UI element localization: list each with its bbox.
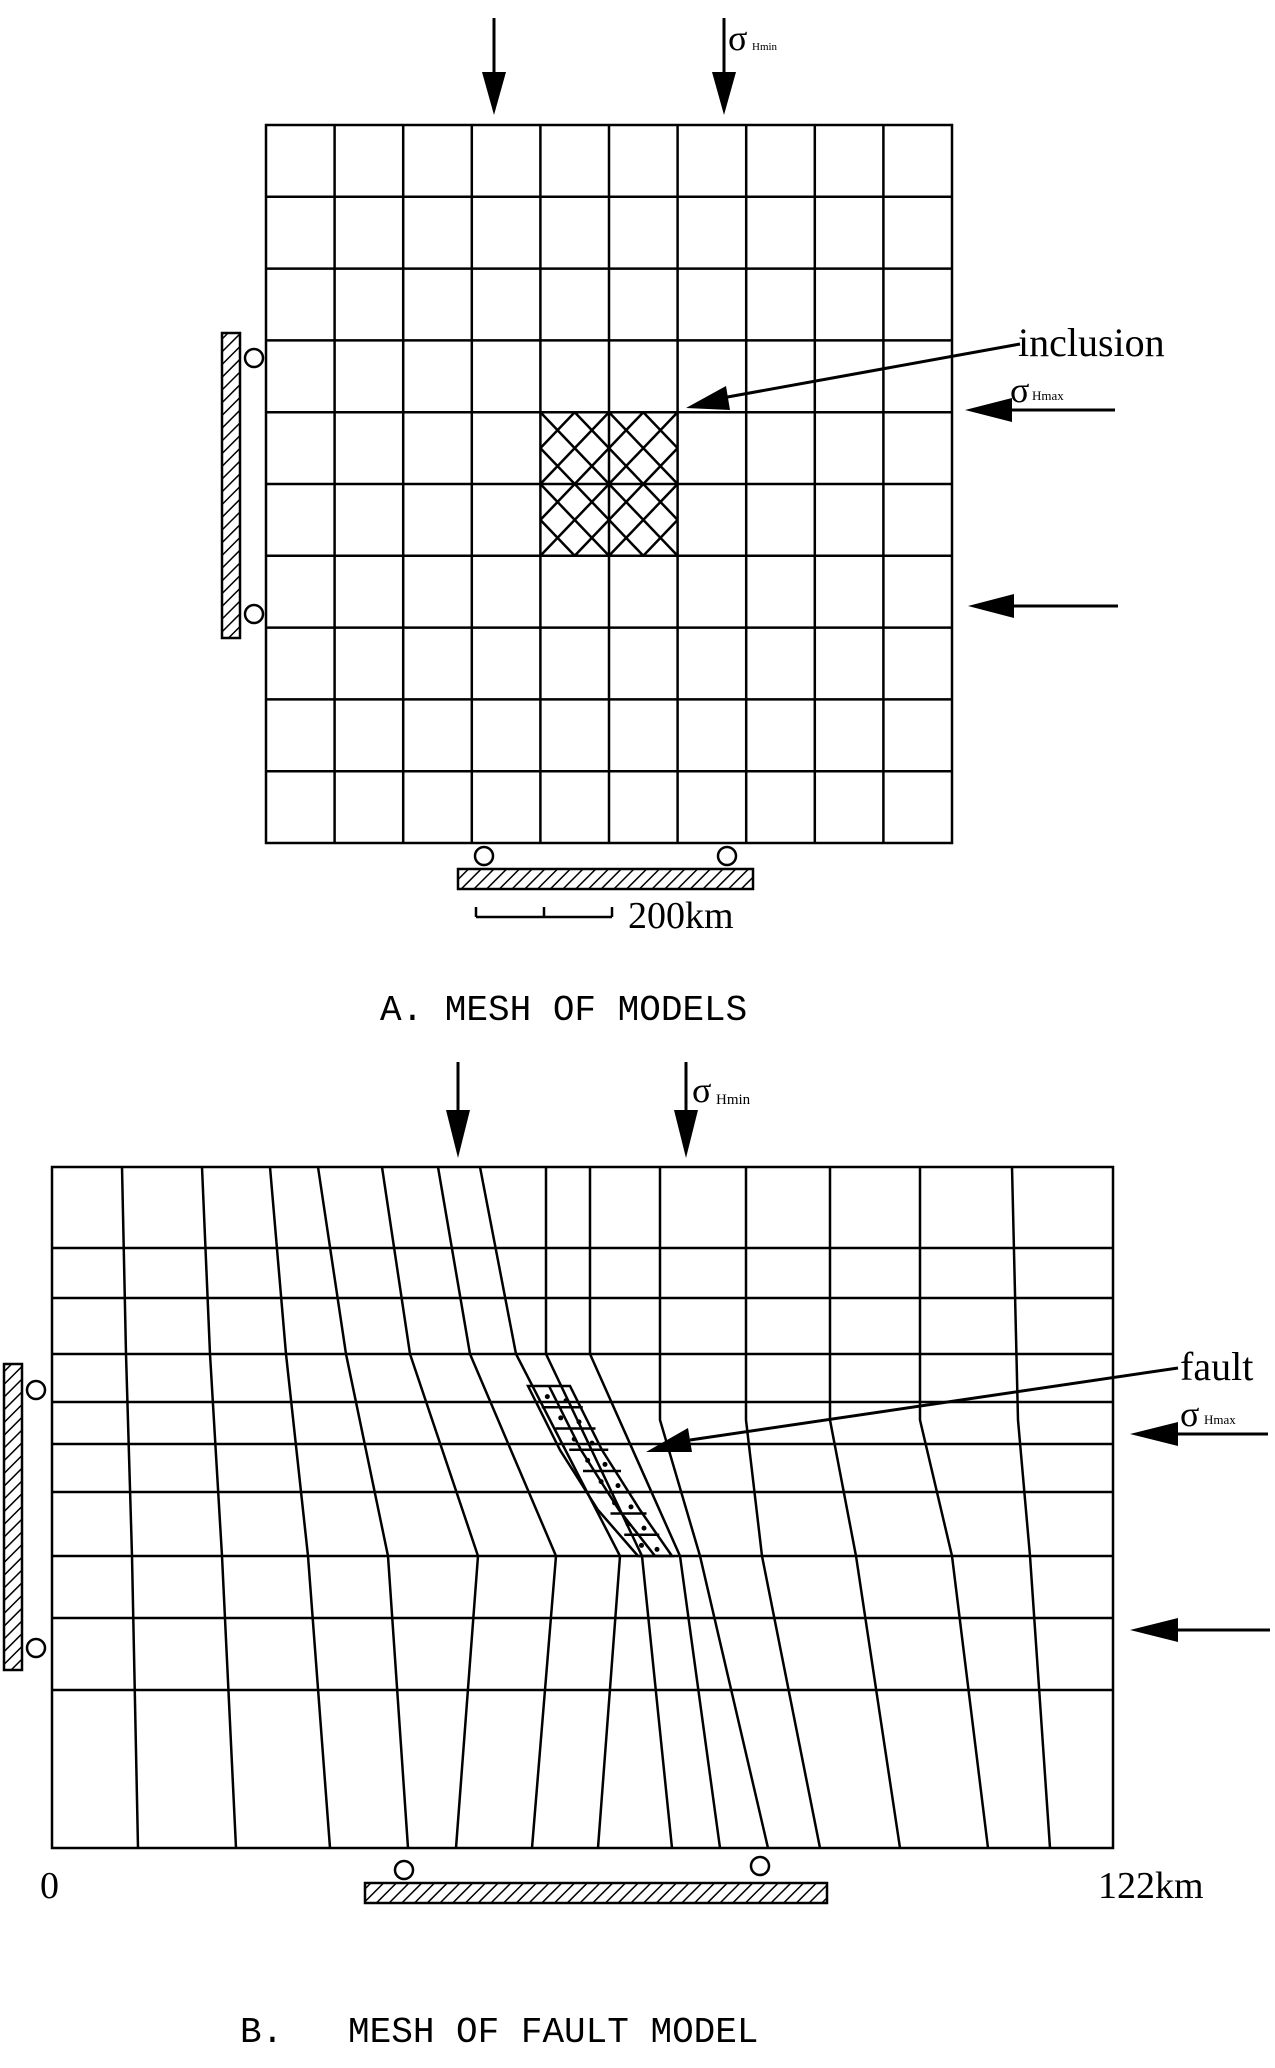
panel-b-fault-cell-dot bbox=[625, 1521, 631, 1527]
panel-a-inclusion-diagonal bbox=[608, 411, 679, 485]
panel-a-scale-label: 200km bbox=[628, 895, 734, 937]
panel-a-inclusion-diagonal bbox=[642, 411, 679, 449]
panel-b-sigma-hmax-subscript: Hmax bbox=[1204, 1412, 1236, 1427]
panel-b-fault-cell-dot bbox=[585, 1457, 591, 1463]
panel-b-bottom-roller-right bbox=[749, 1855, 771, 1877]
panel-b-fault-cell-dot bbox=[641, 1525, 647, 1531]
panel-b-fault-cell-dot bbox=[576, 1419, 582, 1425]
panel-a-left-roller-bottom bbox=[243, 603, 265, 625]
panel-b-fault-cell-dot bbox=[615, 1483, 621, 1489]
panel-b-fault-cell-dot bbox=[612, 1500, 618, 1506]
panel-b-sigma-hmax-arrow-lower bbox=[1130, 1618, 1270, 1642]
panel-b-fault-label: fault bbox=[1180, 1344, 1253, 1389]
panel-b-fault-cell-dot bbox=[544, 1394, 550, 1400]
panel-a-bottom-roller-right bbox=[716, 845, 738, 867]
panel-a-sigma-hmin-subscript: Hmin bbox=[752, 41, 778, 53]
panel-b-mesh-vertical-line bbox=[658, 1167, 770, 1849]
panel-a-inclusion-diagonal bbox=[608, 483, 645, 521]
panel-a-sigma-hmax-label: σ bbox=[1010, 370, 1029, 410]
panel-b-caption: B. MESH OF FAULT MODEL bbox=[240, 2012, 758, 2053]
panel-b-mesh-vertical-line bbox=[828, 1167, 902, 1849]
panel-a-inclusion-diagonal bbox=[539, 519, 576, 557]
panel-a-inclusion-diagonal bbox=[573, 411, 610, 449]
panel-b-left-roller-top bbox=[25, 1379, 47, 1401]
panel-b-sigma-hmin-subscript: Hmin bbox=[716, 1092, 751, 1108]
panel-a-inclusion-region bbox=[539, 411, 679, 557]
panel-a-inclusion-diagonal bbox=[642, 519, 679, 557]
panel-b-axis-end-label: 122km bbox=[1098, 1865, 1204, 1907]
panel-a-inclusion-diagonal bbox=[608, 447, 645, 485]
panel-b-mesh-vertical-line bbox=[120, 1166, 140, 1849]
panel-b-mesh-vertical-line bbox=[436, 1166, 558, 1849]
panel-a-inclusion-diagonal bbox=[608, 519, 645, 557]
panel-a-bottom-roller-support bbox=[456, 845, 755, 891]
panel-b-mesh-border bbox=[50, 1165, 1115, 1850]
panel-a-sigma-hmax-arrow-lower bbox=[968, 594, 1118, 618]
panel-b-mesh-of-fault-model: σ Hmin fault σ Hmax 0 bbox=[2, 1062, 1270, 2053]
panel-b-fault-zone bbox=[525, 1384, 675, 1558]
panel-b-sigma-hmin-label: σ bbox=[692, 1070, 711, 1110]
panel-b-sigma-hmin-arrow-right bbox=[674, 1062, 698, 1158]
panel-b-mesh-vertical-line bbox=[268, 1166, 332, 1849]
panel-a-mesh-of-models: σ Hmin inclusion σ Hmax bbox=[220, 18, 1165, 1031]
panel-a-inclusion-leader-arrow bbox=[686, 342, 1021, 410]
panel-b-mesh-vertical-line bbox=[744, 1167, 822, 1849]
panel-b-sigma-hmax-label: σ bbox=[1180, 1394, 1199, 1434]
panel-a-left-roller-top bbox=[243, 347, 265, 369]
panel-a-inclusion-diagonal bbox=[608, 411, 645, 449]
panel-a-inclusion-diagonal bbox=[539, 411, 576, 449]
panel-a-sigma-hmin-arrow-left bbox=[482, 18, 506, 115]
panel-b-left-roller-support bbox=[2, 1362, 47, 1672]
panel-b-axis-start-label: 0 bbox=[40, 1865, 59, 1907]
panel-b-mesh-vertical-line bbox=[200, 1166, 238, 1849]
panel-b-fault-cell-dot bbox=[558, 1415, 564, 1421]
panel-a-left-roller-support bbox=[220, 331, 265, 640]
panel-b-fault-cell-dot bbox=[571, 1436, 577, 1442]
panel-b-bottom-roller-left bbox=[393, 1859, 415, 1881]
panel-a-sigma-hmin-arrow-right bbox=[712, 18, 736, 115]
panel-b-fault-cell-dot bbox=[628, 1504, 634, 1510]
panel-a-inclusion-diagonal bbox=[539, 483, 576, 521]
panel-a-inclusion-diagonal bbox=[573, 519, 610, 557]
panel-b-left-roller-bottom bbox=[25, 1637, 47, 1659]
panel-a-caption: A. MESH OF MODELS bbox=[380, 990, 747, 1031]
panel-b-fault-cell-dot bbox=[654, 1546, 660, 1552]
panel-b-mesh bbox=[50, 1165, 1115, 1850]
panel-a-inclusion-diagonal bbox=[608, 483, 679, 557]
panel-b-fault-leader-arrow bbox=[646, 1366, 1179, 1452]
panel-a-inclusion-diagonal bbox=[642, 447, 679, 485]
panel-b-mesh-vertical-line bbox=[478, 1166, 622, 1849]
panel-a-sigma-hmax-subscript: Hmax bbox=[1032, 388, 1064, 403]
panel-a-scale-bar bbox=[474, 907, 614, 919]
panel-b-fault-cell-dot bbox=[598, 1479, 604, 1485]
panel-a-inclusion-diagonal bbox=[573, 483, 610, 521]
panel-a-sigma-hmax-arrow-upper bbox=[965, 398, 1115, 422]
panel-b-mesh-vertical-line bbox=[588, 1167, 722, 1849]
panel-b-fault-cell-dot bbox=[638, 1542, 644, 1548]
panel-b-fault-cell-dot bbox=[602, 1461, 608, 1467]
panel-a-inclusion-diagonal bbox=[539, 483, 610, 557]
panel-b-sigma-hmax-arrow-upper bbox=[1130, 1422, 1268, 1446]
panel-b-fault-cell-dot bbox=[589, 1440, 595, 1446]
panel-a-inclusion-diagonal bbox=[539, 447, 576, 485]
panel-b-fault-cell-dot bbox=[563, 1398, 569, 1404]
panel-a-inclusion-diagonal bbox=[573, 447, 610, 485]
panel-a-inclusion-label: inclusion bbox=[1018, 320, 1165, 365]
panel-b-mesh-vertical-line bbox=[380, 1166, 480, 1849]
panel-a-inclusion-diagonal bbox=[539, 411, 610, 485]
panel-b-mesh-vertical-line bbox=[1010, 1166, 1052, 1849]
panel-b-mesh-vertical-line bbox=[544, 1167, 674, 1849]
panel-a-sigma-hmin-label: σ bbox=[728, 18, 747, 58]
panel-b-bottom-roller-support bbox=[363, 1855, 829, 1905]
panel-a-bottom-roller-left bbox=[473, 845, 495, 867]
panel-b-mesh-vertical-line bbox=[918, 1167, 990, 1849]
panel-a-inclusion-diagonal bbox=[642, 483, 679, 521]
panel-b-mesh-vertical-line bbox=[316, 1166, 410, 1849]
panel-b-sigma-hmin-arrow-left bbox=[446, 1062, 470, 1158]
